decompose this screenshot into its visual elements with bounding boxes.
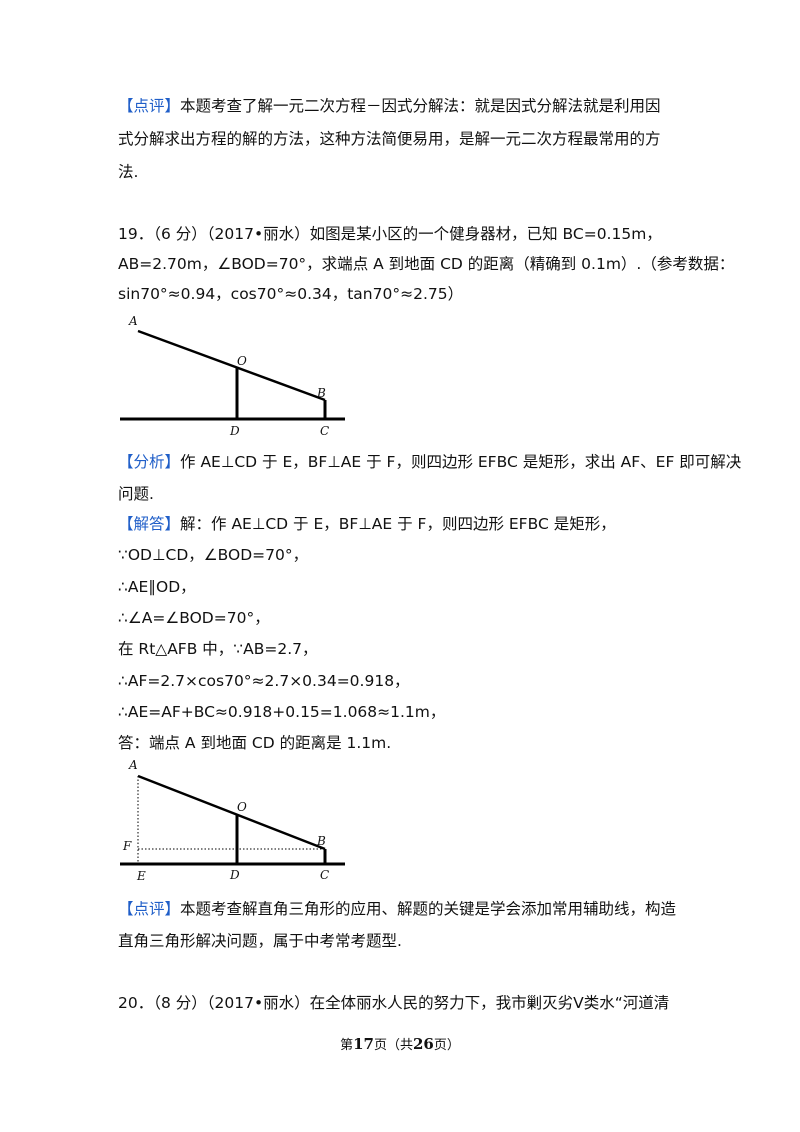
segment-ab xyxy=(137,329,326,402)
solution-line6: ∴AF=2.7×cos70°≈2.7×0.34=0.918， xyxy=(118,672,410,690)
label-a: A xyxy=(128,314,138,328)
review2-line2: 直角三角形解决问题，属于中考常考题型. xyxy=(118,932,402,950)
figure-fitness-equipment: A O B D C xyxy=(120,314,345,438)
label-o: O xyxy=(237,800,247,814)
solution-line5: 在 Rt△AFB 中，∵AB=2.7， xyxy=(118,640,318,658)
label-d: D xyxy=(229,424,240,438)
solution-tag: 【解答】 xyxy=(118,515,181,533)
label-c: C xyxy=(320,868,329,882)
problem19-line3: sin70°≈0.94，cos70°≈0.34，tan70°≈2.75） xyxy=(118,285,464,303)
figure-solution-diagram: A O B F E D C xyxy=(120,758,345,883)
label-c: C xyxy=(320,424,329,438)
problem19-line1: 19．（6 分）（2017•丽水）如图是某小区的一个健身器材，已知 BC=0.1… xyxy=(118,225,662,243)
solution-line2: ∵OD⊥CD，∠BOD=70°， xyxy=(118,546,309,564)
label-a: A xyxy=(128,758,138,772)
solution-line4: ∴∠A=∠BOD=70°， xyxy=(118,609,270,627)
review2-line1: 【点评】本题考查解直角三角形的应用、解题的关键是学会添加常用辅助线，构造 xyxy=(118,900,677,918)
page-number: 17 xyxy=(353,1035,374,1053)
page-footer: 第17页（共26页） xyxy=(340,1035,460,1053)
page-total: 26 xyxy=(413,1035,434,1053)
problem20-line1: 20．（8 分）（2017•丽水）在全体丽水人民的努力下，我市剿灭劣Ⅴ类水“河道… xyxy=(118,994,670,1012)
solution-line8: 答：端点 A 到地面 CD 的距离是 1.1m. xyxy=(118,734,392,752)
analysis-tag: 【分析】 xyxy=(118,453,181,471)
review-tag: 【点评】 xyxy=(118,900,181,918)
label-e: E xyxy=(136,869,146,883)
review1-line1: 【点评】本题考查了解一元二次方程－因式分解法：就是因式分解法就是利用因 xyxy=(118,97,661,115)
review1-line3: 法. xyxy=(118,163,139,181)
label-b: B xyxy=(316,386,326,400)
segment-ab xyxy=(137,774,326,851)
label-o: O xyxy=(237,354,247,368)
label-f: F xyxy=(122,839,132,853)
analysis-line1: 【分析】作 AE⊥CD 于 E，BF⊥AE 于 F，则四边形 EFBC 是矩形，… xyxy=(118,453,742,471)
label-d: D xyxy=(229,868,240,882)
solution-line1: 【解答】解：作 AE⊥CD 于 E，BF⊥AE 于 F，则四边形 EFBC 是矩… xyxy=(118,515,616,533)
analysis-line2: 问题. xyxy=(118,485,154,503)
solution-line7: ∴AE=AF+BC≈0.918+0.15=1.068≈1.1m， xyxy=(118,703,446,721)
problem19-line2: AB=2.70m，∠BOD=70°，求端点 A 到地面 CD 的距离（精确到 0… xyxy=(118,255,735,273)
review-tag: 【点评】 xyxy=(118,97,181,115)
review1-line2: 式分解求出方程的解的方法，这种方法简便易用，是解一元二次方程最常用的方 xyxy=(118,130,661,148)
solution-line3: ∴AE∥OD， xyxy=(118,578,196,596)
label-b: B xyxy=(316,834,326,848)
